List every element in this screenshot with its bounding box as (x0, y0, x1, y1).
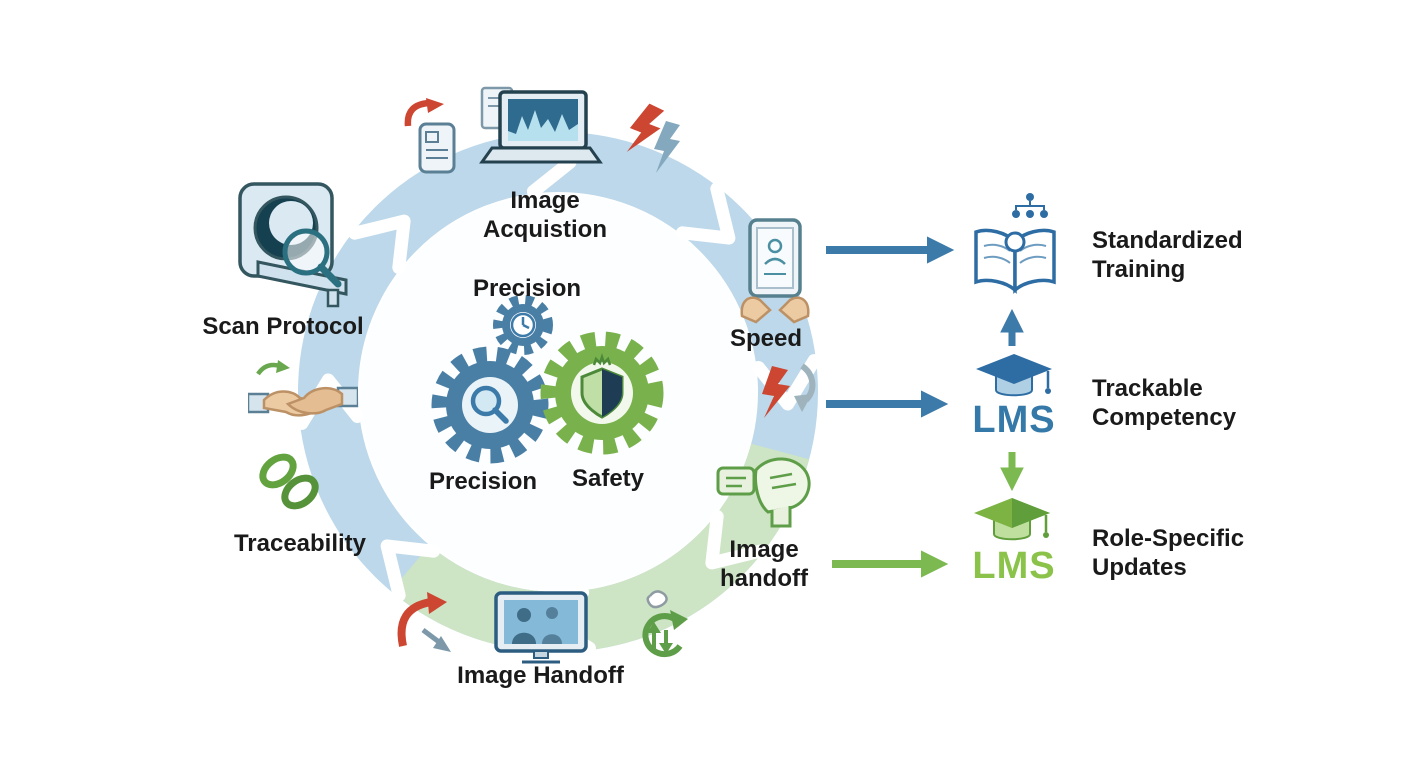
role-specific-updates-label: Role-Specific Updates (1092, 525, 1245, 582)
clock-gear-icon (493, 295, 553, 355)
speed-label: Speed (729, 325, 803, 352)
red-curved-arrow-icon (397, 592, 451, 652)
lightning-arrows-icon (626, 103, 680, 173)
image-handoff-bottom-label: Image Handoff (457, 662, 624, 689)
zigzag-arrows-icon (762, 363, 816, 418)
ring-chevron (705, 509, 768, 570)
lms-badge-blue: LMS (972, 399, 1056, 441)
scan-protocol-label: Scan Protocol (202, 313, 364, 340)
lms-badge-green: LMS (972, 545, 1056, 587)
ring-chevron (348, 214, 411, 275)
laptop-waveform-icon (479, 86, 603, 164)
graduation-cap-blue-icon (976, 354, 1052, 397)
ring-chevron (675, 182, 736, 245)
open-book-icon (974, 193, 1056, 294)
center-gears (431, 295, 664, 464)
image-acquisition-label: Image Acquistion (483, 187, 607, 244)
ct-scanner-icon (238, 182, 348, 308)
graduation-cap-green-icon (974, 498, 1050, 541)
precision-bottom-label: Precision (428, 468, 538, 495)
precision-top-label: Precision (472, 275, 582, 302)
tablet-hands-icon (740, 218, 810, 324)
hierarchy-icon (1012, 193, 1048, 218)
magnifier-icon (282, 228, 330, 276)
trackable-competency-label: Trackable Competency (1092, 375, 1237, 432)
magnifier-gear-icon (431, 346, 549, 464)
safety-label: Safety (571, 465, 645, 492)
image-handoff-right-label: Image handoff (720, 536, 808, 593)
traceability-label: Traceability (233, 530, 367, 557)
shield-gear-icon (540, 331, 664, 455)
document-refresh-icon (404, 98, 456, 174)
chain-link-icon (259, 453, 319, 510)
hand-scanner-icon (716, 457, 811, 528)
handshake-icon (248, 360, 358, 417)
ring-chevron (380, 539, 441, 602)
ring-green-band (390, 443, 810, 652)
monitor-patients-icon (494, 591, 588, 664)
standardized-training-label: Standardized Training (1092, 227, 1243, 284)
green-recycle-icon (642, 590, 688, 658)
